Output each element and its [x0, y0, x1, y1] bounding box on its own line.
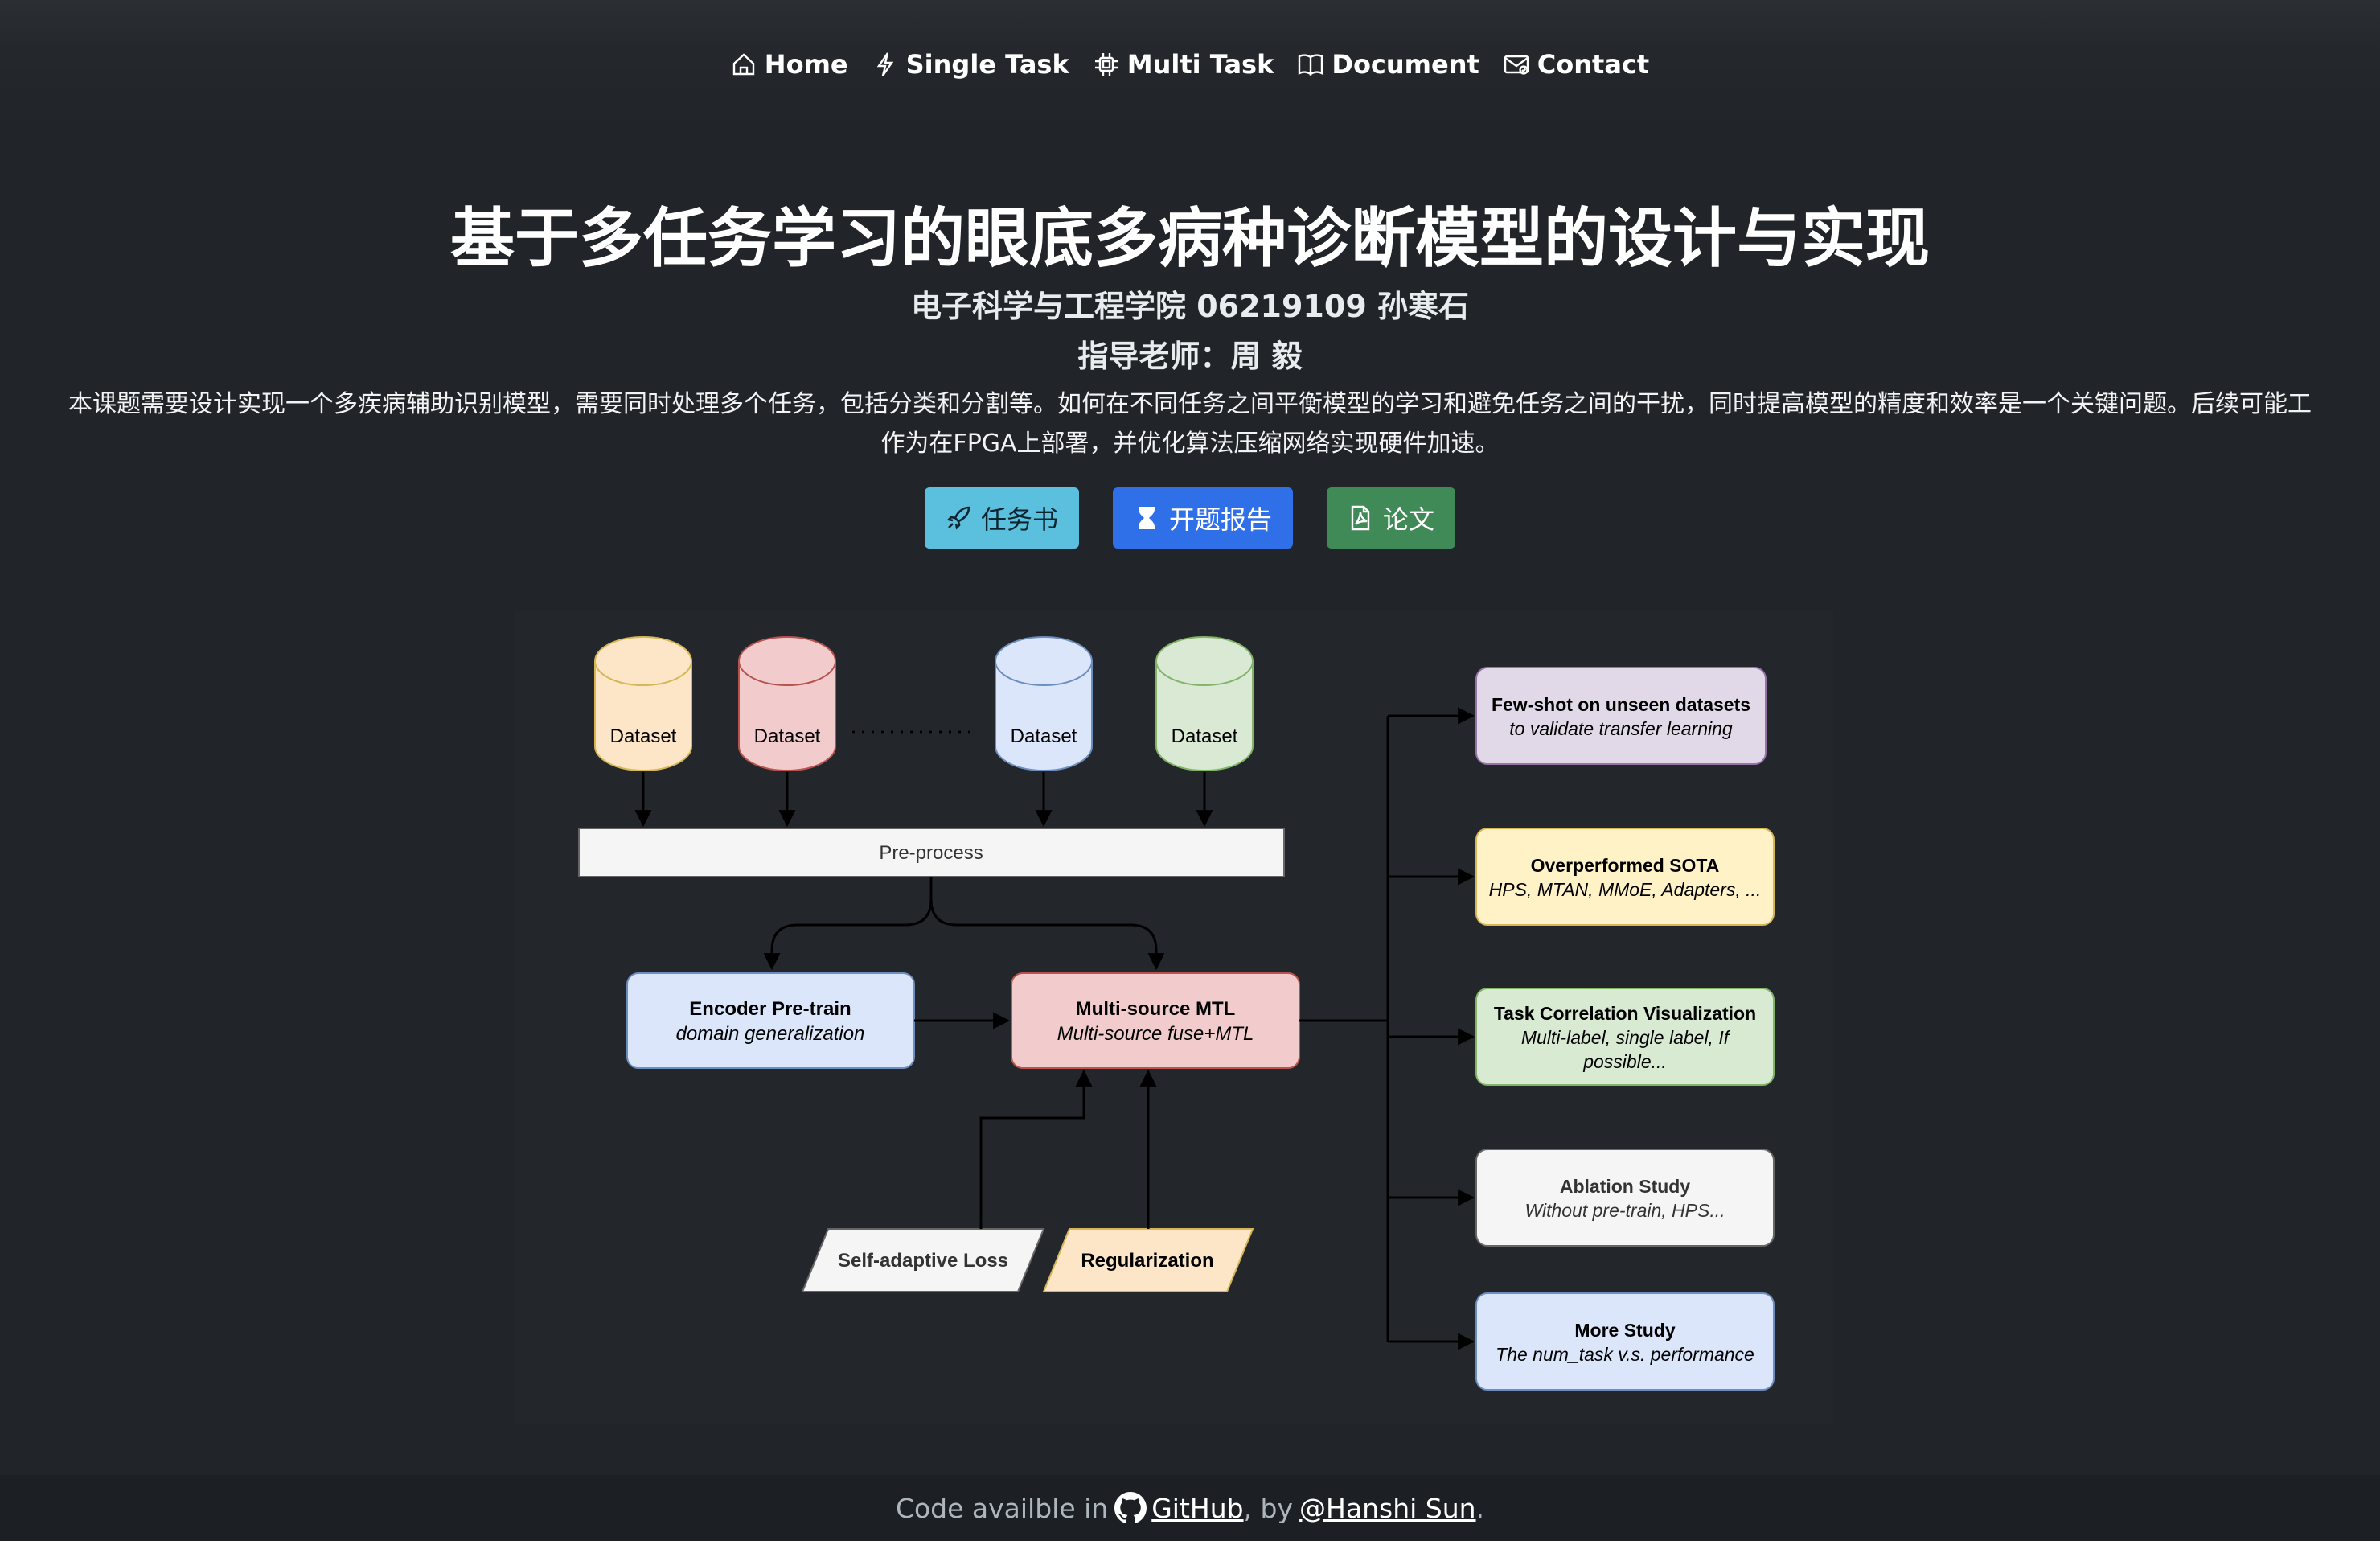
outcome-ablation: Ablation Study Without pre-train, HPS...	[1475, 1149, 1775, 1247]
nav-home[interactable]: Home	[731, 42, 848, 87]
dataset-cylinder-4: Dataset	[1155, 636, 1254, 771]
hourglass-icon	[1138, 507, 1155, 529]
dataset-cylinder-2: Dataset	[738, 636, 836, 771]
dataset-label-2: Dataset	[754, 725, 821, 747]
mtl-box	[1011, 972, 1300, 1069]
outcome-sota-subtitle: HPS, MTAN, MMoE, Adapters, ...	[1489, 879, 1762, 900]
encoder-title: Encoder Pre-train	[689, 998, 851, 1020]
thesis-button[interactable]: 论文	[1327, 487, 1456, 549]
outcome-ablation-title: Ablation Study	[1560, 1176, 1690, 1197]
outcome-task-correlation-subtitle: Multi-label, single label, If	[1521, 1027, 1731, 1048]
outcome-few-shot: Few-shot on unseen datasets to validate …	[1475, 667, 1767, 765]
outcome-sota: Overperformed SOTA HPS, MTAN, MMoE, Adap…	[1475, 828, 1775, 926]
outcome-task-correlation-subtitle-2: possible...	[1582, 1051, 1667, 1072]
pdf-icon	[1351, 505, 1370, 531]
page-title: 基于多任务学习的眼底多病种诊断模型的设计与实现	[450, 201, 1930, 276]
footer-by: , by	[1243, 1492, 1294, 1524]
preprocess-to-encoder-arrow	[763, 877, 933, 971]
dataset-cylinder-3: Dataset	[995, 636, 1093, 771]
regularization-box	[1042, 1228, 1254, 1292]
self-adaptive-loss-box	[801, 1228, 1045, 1292]
envelope-icon	[1504, 55, 1529, 75]
mtl-subtitle: Multi-source fuse+MTL	[1057, 1023, 1254, 1045]
cpu-icon	[1094, 53, 1118, 76]
proposal-report-label: 开题报告	[1168, 504, 1272, 535]
github-icon	[1114, 1492, 1147, 1524]
dataset-label-4: Dataset	[1172, 725, 1238, 747]
author-info: 电子科学与工程学院 06219109 孙寒石	[911, 289, 1469, 324]
encoder-box	[626, 972, 915, 1069]
outcome-task-correlation-title: Task Correlation Visualization	[1494, 1003, 1756, 1024]
nav-multi-task-label: Multi Task	[1126, 49, 1274, 80]
outcome-sota-title: Overperformed SOTA	[1531, 855, 1720, 876]
top-navigation: Home Single Task Multi Task Document Con…	[0, 42, 2380, 87]
thesis-label: 论文	[1383, 504, 1435, 535]
nav-contact[interactable]: Contact	[1504, 42, 1649, 87]
outcome-few-shot-title: Few-shot on unseen datasets	[1492, 694, 1750, 715]
dataset-label-3: Dataset	[1011, 725, 1077, 747]
project-description: 本课题需要设计实现一个多疾病辅助识别模型，需要同时处理多个任务，包括分类和分割等…	[68, 390, 2312, 458]
top-navbar-background	[0, 0, 2380, 129]
home-icon	[732, 53, 754, 76]
rocket-icon	[946, 506, 970, 530]
self-adaptive-loss-label: Self-adaptive Loss	[838, 1250, 1008, 1272]
document-buttons: 任务书 开题报告 论文	[0, 487, 2380, 549]
outcome-more-study: More Study The num_task v.s. performance	[1475, 1292, 1775, 1391]
task-book-label: 任务书	[980, 504, 1058, 535]
preprocess-label: Pre-process	[879, 842, 983, 864]
github-link[interactable]: GitHub	[1151, 1492, 1244, 1524]
preprocess-box	[578, 828, 1285, 877]
outcome-more-study-title: More Study	[1574, 1320, 1675, 1341]
nav-single-task-label: Single Task	[905, 49, 1069, 80]
proposal-report-button[interactable]: 开题报告	[1112, 487, 1293, 549]
book-icon	[1299, 54, 1323, 76]
lightning-icon	[876, 52, 893, 76]
preprocess-to-mtl-arrow	[929, 877, 1165, 971]
page-footer: Code availble in GitHub , by @Hanshi Sun…	[0, 1475, 2380, 1541]
nav-contact-label: Contact	[1537, 49, 1650, 80]
outcome-connectors	[1299, 707, 1475, 1350]
github-link-wrap: GitHub	[1114, 1492, 1244, 1524]
outcome-more-study-subtitle: The num_task v.s. performance	[1496, 1344, 1754, 1365]
footer-suffix: .	[1475, 1492, 1485, 1524]
method-diagram: Dataset Dataset Dataset Dataset Pre-proc…	[578, 636, 1775, 1391]
outcome-few-shot-subtitle: to validate transfer learning	[1509, 718, 1733, 739]
nav-single-task[interactable]: Single Task	[872, 42, 1069, 87]
encoder-subtitle: domain generalization	[676, 1023, 865, 1045]
loss-to-mtl-arrow	[979, 1069, 1093, 1229]
nav-home-label: Home	[764, 49, 848, 80]
dataset-label-1: Dataset	[610, 725, 677, 747]
nav-document[interactable]: Document	[1298, 42, 1479, 87]
nav-document-label: Document	[1332, 49, 1479, 80]
outcome-task-correlation: Task Correlation Visualization Multi-lab…	[1475, 988, 1775, 1086]
regularization-label: Regularization	[1081, 1250, 1213, 1272]
footer-prefix: Code availble in	[895, 1492, 1109, 1524]
advisor-info: 指导老师：周 毅	[1077, 339, 1303, 374]
mtl-title: Multi-source MTL	[1076, 998, 1236, 1020]
task-book-button[interactable]: 任务书	[924, 487, 1079, 549]
dataset-cylinder-1: Dataset	[594, 636, 692, 771]
nav-multi-task[interactable]: Multi Task	[1094, 42, 1274, 87]
outcome-ablation-subtitle: Without pre-train, HPS...	[1524, 1200, 1725, 1221]
author-link[interactable]: @Hanshi Sun	[1299, 1492, 1476, 1524]
dataset-arrows	[634, 772, 1213, 828]
